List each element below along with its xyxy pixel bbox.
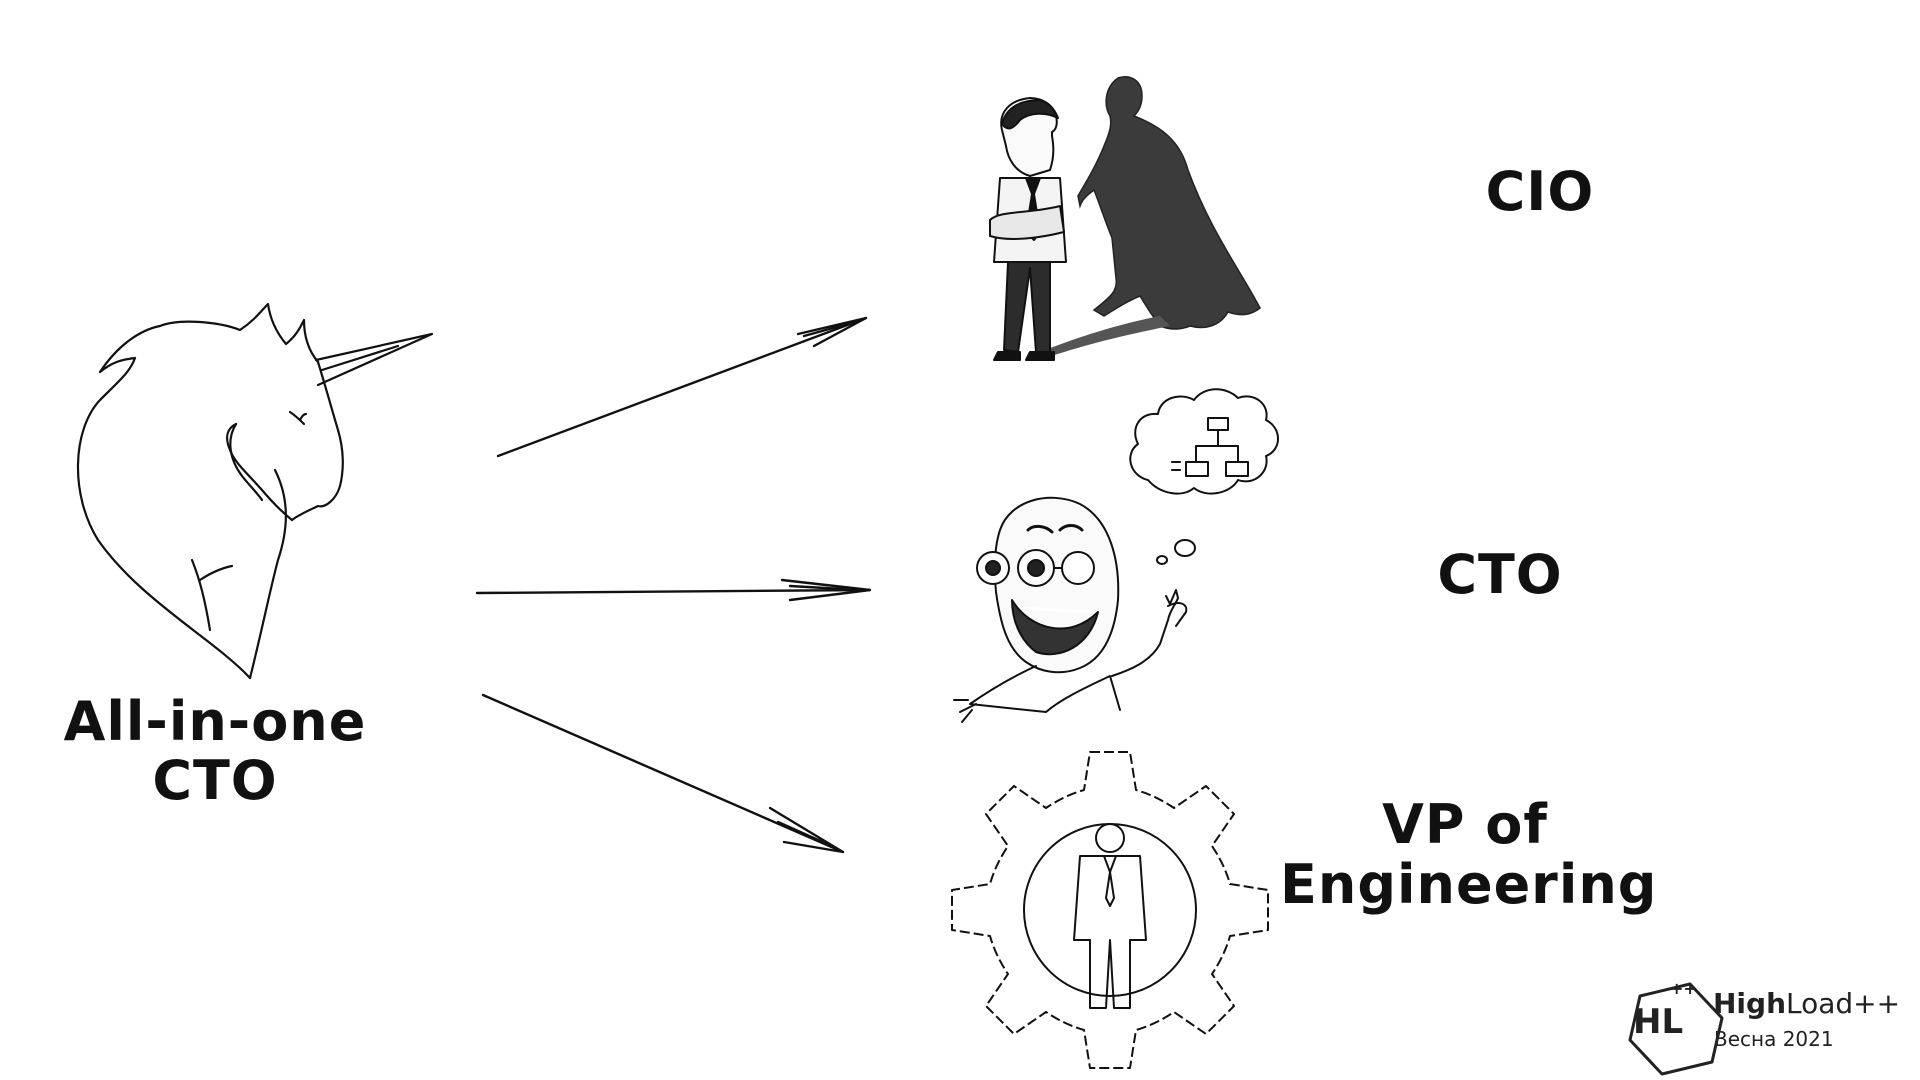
arrow-to-vp [481, 693, 845, 854]
logo-subtitle: Весна 2021 [1714, 1027, 1834, 1051]
logo-plus: ++ [1670, 979, 1697, 998]
source-label-line1: All-in-one [63, 690, 367, 753]
source-label: All-in-one CTO [50, 692, 380, 811]
superhero-shadow-icon [989, 76, 1261, 361]
engineer-thinking-icon [953, 388, 1279, 723]
role-label-cto: CTO [1437, 543, 1563, 606]
logo-brand-bold: High [1713, 987, 1787, 1020]
highload-logo-mark [1628, 982, 1724, 1076]
source-label-line2: CTO [152, 749, 278, 813]
role-label-vp-line2: Engineering [1280, 853, 1658, 917]
highload-logo: HL ++ HighLoad++ Весна 2021 [1608, 975, 1908, 1065]
logo-monogram: HL [1633, 1002, 1684, 1042]
role-label-cio: CIO [1485, 160, 1595, 223]
unicorn-icon [76, 302, 434, 680]
role-label-vp-line1: VP of [1382, 793, 1548, 856]
logo-brand: HighLoad++ [1713, 987, 1900, 1020]
arrow-to-cio [496, 316, 868, 458]
gear-person-icon [951, 751, 1269, 1069]
logo-brand-regular: Load++ [1786, 987, 1901, 1020]
arrow-to-cto [475, 578, 872, 602]
role-label-vp-engineering: VP of Engineering [1280, 793, 1658, 917]
